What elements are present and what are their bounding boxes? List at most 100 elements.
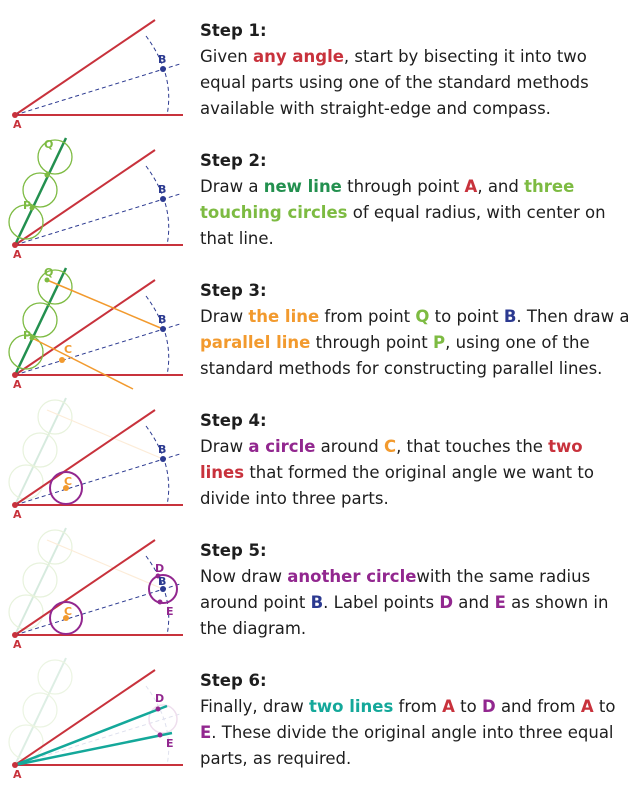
point-p [29,335,35,341]
highlighted-term: E [200,723,212,742]
text-run: to [593,697,616,716]
highlighted-term: C [383,437,397,456]
label-q: Q [44,138,53,151]
construction-arc [145,425,170,506]
text-run: . These divide the original angle into t… [200,723,614,768]
text-run: through point [341,177,465,196]
point-a [12,372,18,378]
text-run: that formed the original angle we want t… [200,463,594,508]
label-a: A [13,638,22,650]
point-a [12,632,18,638]
point-q [44,277,50,283]
label-c: C [64,605,72,618]
text-run: Now draw [200,567,288,586]
point-p [29,205,35,211]
text-run: to [454,697,482,716]
circle-1 [8,204,44,240]
label-c: C [64,475,72,488]
point-c [63,485,69,491]
point-a [12,502,18,508]
step-body: Draw a circle around C, that touches the… [200,434,630,512]
highlighted-term: three touching circles [200,177,575,222]
label-e: E [166,605,174,618]
circle-2 [22,302,58,338]
step-body: Given any angle, start by bisecting it i… [200,44,630,122]
step-1-text: Step 1: Given any angle, start by bisect… [200,18,630,122]
highlighted-term: Q [415,307,430,326]
text-run: of equal radius, with center on that lin… [200,203,606,248]
bisector [14,193,181,246]
highlighted-term: new line [263,177,342,196]
circle-3 [37,139,73,175]
text-run: Finally, draw [200,697,309,716]
text-run: Draw [200,437,249,456]
point-b [160,196,166,202]
text-run: Given [200,47,253,66]
step-1-diagram: A B [12,19,183,130]
line-q-to-b [46,279,164,330]
highlighted-term: any angle [253,47,344,66]
step-2-text: Step 2: Draw a new line through point A,… [200,148,630,252]
text-run: from point [319,307,416,326]
step-2-diagram: P Q A B [8,137,183,260]
step-6-diagram: D E A [8,657,183,781]
label-c: C [64,343,72,356]
text-run: , using one of the standard methods for … [200,333,603,378]
step-title: Step 5: [200,541,267,560]
point-e [157,599,163,605]
construction-arc [145,165,170,246]
step-6-text: Step 6: Finally, draw two lines from A t… [200,668,630,772]
highlighted-term: D [482,697,496,716]
label-d: D [155,692,164,705]
step-body: Draw a new line through point A, and thr… [200,174,630,252]
label-a: A [13,768,22,781]
circle-3 [37,269,73,305]
new-line [13,267,68,376]
step-body: Draw the line from point Q to point B. T… [200,304,630,382]
step-6: D E A Step 6: Finally, draw two lines fr… [0,650,640,781]
text-run: and from [495,697,581,716]
highlighted-term: the line [248,307,320,326]
upper-ray [14,19,156,116]
highlighted-term: a circle [248,437,316,456]
text-run: Draw [200,307,249,326]
highlighted-term: A [464,177,478,196]
point-b [160,456,166,462]
label-d: D [155,562,164,575]
circle-around-b [148,574,178,604]
step-5-text: Step 5: Now draw another circlewith the … [200,538,630,642]
label-b: B [158,183,166,196]
point-b [160,586,166,592]
point-b [160,326,166,332]
circle-around-c [49,601,83,635]
label-a: A [13,118,22,130]
circle-2 [22,172,58,208]
new-line [13,137,68,246]
label-p: P [23,199,31,212]
text-run: with the same radius around point [200,567,591,612]
text-run: around [315,437,384,456]
step-4-diagram: C A B [8,397,183,520]
parallel-line [31,337,134,390]
faded-construction [8,527,164,636]
point-e [157,732,163,738]
point-d [155,706,161,712]
label-e: E [166,737,174,750]
construction-arc [145,295,170,376]
faded-construction [8,657,181,766]
upper-ray [14,409,156,506]
faded-construction [8,397,164,506]
step-title: Step 3: [200,281,267,300]
highlighted-term: another circle [287,567,417,586]
upper-ray [14,539,156,636]
point-c [63,615,69,621]
construction-arc [145,35,170,116]
label-p: P [23,329,31,342]
label-a: A [13,508,22,520]
point-a [12,762,18,768]
highlighted-term: D [439,593,454,612]
step-3: P Q C A B Step 3: Draw the line from poi… [0,260,640,390]
step-3-diagram: P Q C A B [8,266,183,390]
highlighted-term: two lines [308,697,394,716]
text-run: to point [429,307,504,326]
